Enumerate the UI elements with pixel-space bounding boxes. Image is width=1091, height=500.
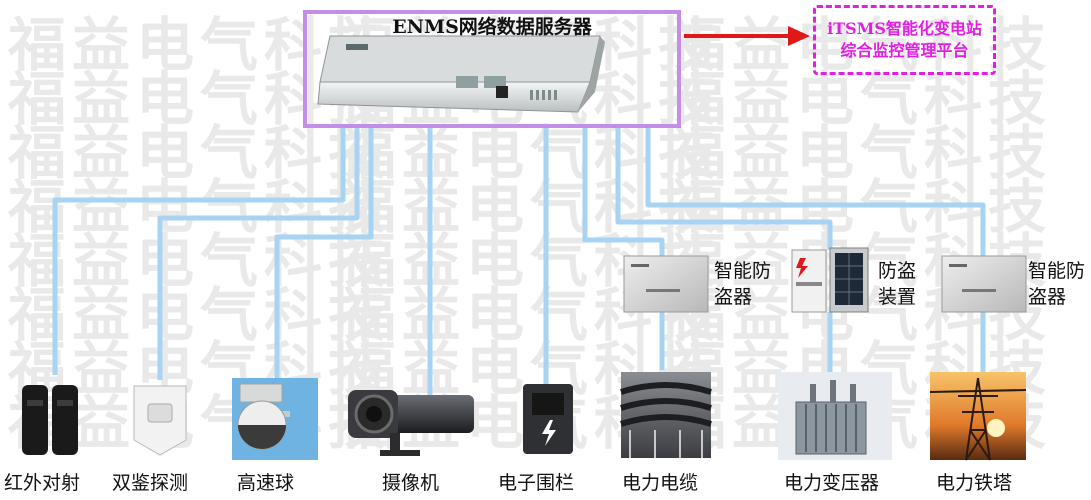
anti-theft-3-label-line2: 盗器 <box>1028 286 1067 308</box>
server-title: ENMS网络数据服务器 <box>392 16 592 38</box>
bullet-camera-image <box>348 390 474 456</box>
anti-theft-device-2-image <box>791 247 869 313</box>
anti-theft-2-label: 防盗 装置 <box>878 258 916 310</box>
power-cable-image <box>620 372 712 458</box>
anti-theft-3-label: 智能防 盗器 <box>1028 258 1085 310</box>
arrow-to-platform <box>684 26 810 46</box>
watermark-row: 福益电气科技 <box>8 173 393 241</box>
dual-detector-image <box>133 385 187 456</box>
device-label-dual: 双鉴探测 <box>112 472 189 494</box>
device-label-camera: 摄像机 <box>382 472 440 494</box>
connector-lines <box>52 128 986 400</box>
anti-theft-2-label-line1: 防盗 <box>878 260 917 282</box>
fence-controller-image <box>523 384 573 454</box>
anti-theft-1-label-line2: 盗器 <box>714 286 753 308</box>
platform-title-line2: 综合监控管理平台 <box>840 41 969 60</box>
watermark-row: 福益电气科技 <box>668 119 1053 187</box>
transformer-image <box>778 372 892 460</box>
power-tower-image <box>929 372 1027 461</box>
anti-theft-device-3-image <box>941 255 1027 313</box>
dome-camera-image <box>232 378 318 460</box>
anti-theft-3-label-line1: 智能防 <box>1028 260 1086 282</box>
anti-theft-1-label-line1: 智能防 <box>714 260 772 282</box>
device-label-transformer: 电力变压器 <box>784 472 880 494</box>
line-ir <box>52 128 346 375</box>
ir-beam-image <box>22 385 78 455</box>
watermark-row: 福益电气科技 <box>668 65 1053 133</box>
line-antitheft2 <box>615 128 833 250</box>
device-label-dome: 高速球 <box>237 472 295 494</box>
watermark-row: 福益电气科技 <box>8 119 393 187</box>
server-frame <box>303 10 681 128</box>
anti-theft-1-label: 智能防 盗器 <box>714 258 771 310</box>
watermark-row: 福益电气科技 <box>8 281 393 349</box>
device-label-cable: 电力电缆 <box>622 472 699 494</box>
device-label-fence: 电子围栏 <box>498 472 575 494</box>
line-dome <box>274 128 374 385</box>
device-label-tower: 电力铁塔 <box>936 472 1013 494</box>
line-antitheft1 <box>582 128 665 256</box>
server-image <box>317 35 605 113</box>
anti-theft-device-1-image <box>623 255 709 313</box>
monitoring-platform: iTSMS智能化变电站 综合监控管理平台 <box>813 5 996 75</box>
line-antitheft3 <box>645 128 986 256</box>
device-label-ir: 红外对射 <box>4 472 81 494</box>
watermark-row: 福益电气科技 <box>668 11 1053 79</box>
watermark-row: 福益电气科技 <box>338 119 723 187</box>
platform-title-line1: iTSMS智能化变电站 <box>827 19 982 38</box>
anti-theft-2-label-line2: 装置 <box>878 286 917 308</box>
line-dual <box>157 128 360 380</box>
